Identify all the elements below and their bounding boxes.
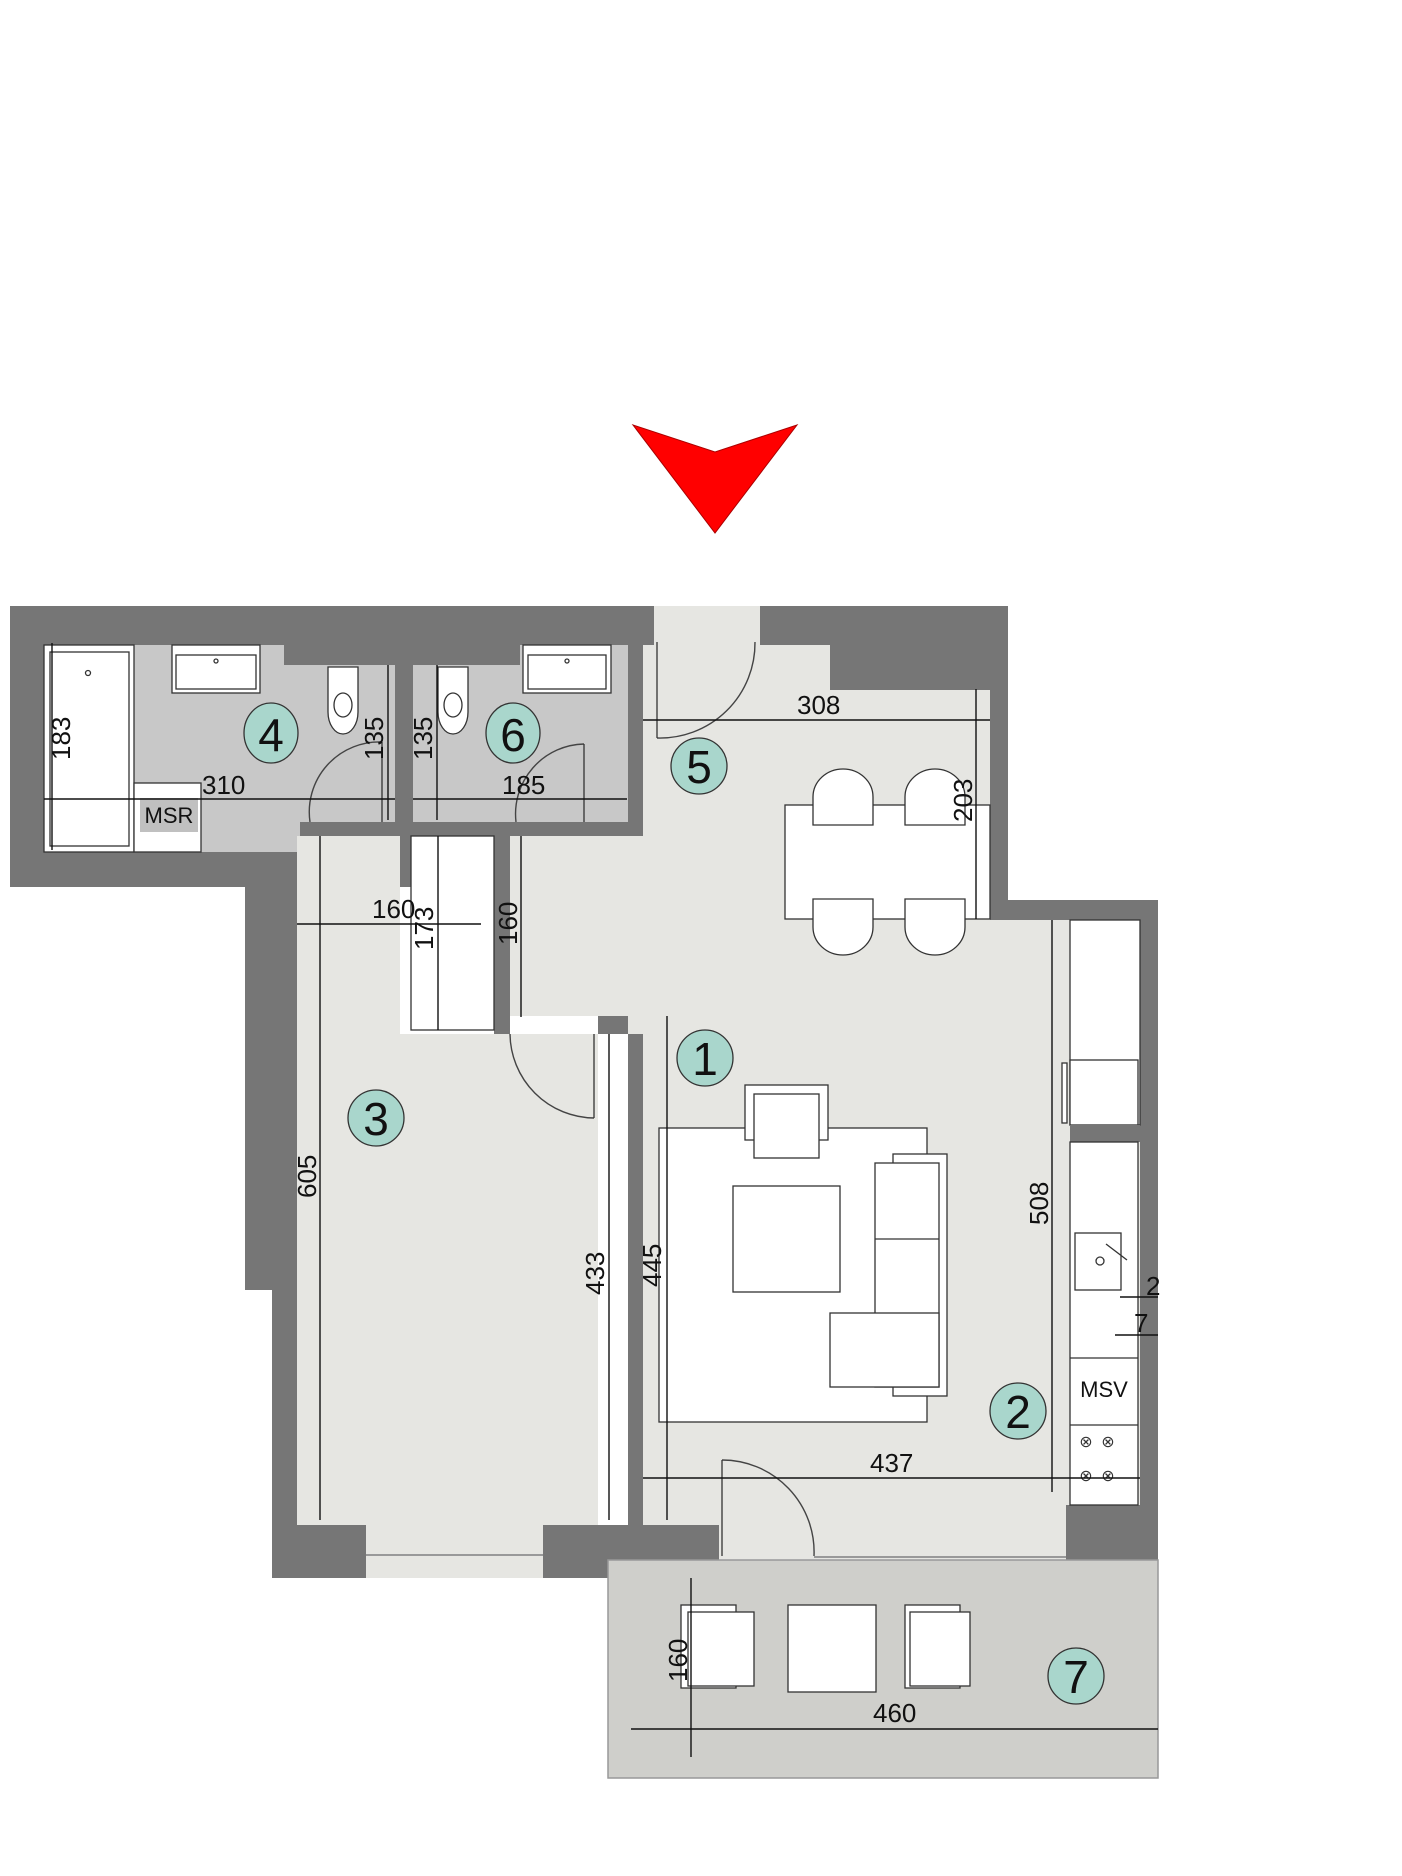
terrace-table [787, 1604, 877, 1693]
room-badge-3: 3 [347, 1089, 405, 1147]
svg-text:508: 508 [1024, 1182, 1054, 1225]
entrance-arrow-icon [631, 424, 799, 534]
svg-text:160: 160 [493, 902, 523, 945]
svg-text:160: 160 [372, 894, 415, 924]
svg-text:7: 7 [1134, 1308, 1148, 1338]
living-furniture [658, 1084, 948, 1423]
bathroom-4-fixtures: MSR [43, 644, 359, 853]
room-badge-4: 4 [243, 702, 299, 764]
svg-text:203: 203 [948, 779, 978, 822]
msr-label: MSR [145, 803, 194, 828]
svg-text:437: 437 [870, 1448, 913, 1478]
coffee-table [732, 1185, 841, 1293]
svg-text:185: 185 [502, 770, 545, 800]
wc-6-fixtures [437, 644, 612, 735]
room-badge-2: 2 [989, 1382, 1047, 1440]
terrace-chair [687, 1611, 755, 1687]
room-badge-1: 1 [676, 1029, 734, 1087]
burner-icon: ⊗ [1079, 1434, 1092, 1451]
svg-text:308: 308 [797, 690, 840, 720]
svg-text:173: 173 [409, 907, 439, 950]
svg-text:605: 605 [292, 1155, 322, 1198]
svg-text:460: 460 [873, 1698, 916, 1728]
dimension-lines [44, 643, 1158, 1757]
doors [308, 641, 1066, 1558]
closet [410, 835, 495, 1031]
dining-set [784, 768, 991, 956]
svg-text:3: 3 [363, 1093, 389, 1145]
svg-text:160: 160 [663, 1639, 693, 1682]
toilet-icon [437, 666, 469, 735]
counter [1069, 1141, 1139, 1506]
svg-text:6: 6 [500, 709, 526, 761]
terrace-chair [909, 1611, 971, 1687]
svg-text:7: 7 [1063, 1651, 1089, 1703]
room-badges: 1 2 3 4 5 6 7 [243, 702, 1105, 1705]
toilet-icon [327, 666, 359, 735]
kitchen: MSV ⊗ ⊗ ⊗ ⊗ [1061, 919, 1141, 1506]
kitchen-sink [1074, 1232, 1122, 1291]
svg-text:2: 2 [1146, 1271, 1160, 1301]
burner-icon: ⊗ [1101, 1468, 1114, 1485]
room-badge-6: 6 [485, 702, 541, 764]
svg-text:183: 183 [46, 717, 76, 760]
svg-text:1: 1 [692, 1033, 718, 1085]
svg-text:4: 4 [258, 709, 284, 761]
svg-text:135: 135 [408, 717, 438, 760]
dimension-labels: 183 310 135 135 185 308 203 160 173 160 … [46, 690, 1160, 1728]
room-badge-7: 7 [1047, 1647, 1105, 1705]
svg-text:310: 310 [202, 770, 245, 800]
svg-text:5: 5 [686, 741, 712, 793]
armchair [753, 1093, 820, 1159]
burner-icon: ⊗ [1101, 1434, 1114, 1451]
terrace-furniture [680, 1604, 971, 1693]
svg-text:135: 135 [359, 717, 389, 760]
room-badge-5: 5 [670, 737, 728, 795]
msv-label: MSV [1080, 1377, 1128, 1402]
burner-icon: ⊗ [1079, 1468, 1092, 1485]
svg-text:445: 445 [637, 1244, 667, 1287]
svg-text:2: 2 [1005, 1386, 1031, 1438]
svg-text:433: 433 [580, 1252, 610, 1295]
